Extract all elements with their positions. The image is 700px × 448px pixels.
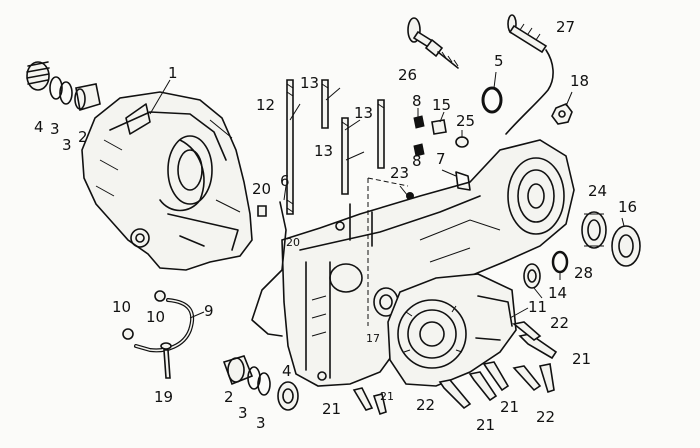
part-number-21: 21 (572, 350, 591, 368)
part-number-labels: 1 4 3 3 2 12 13 13 13 8 8 15 25 26 27 5 … (34, 18, 637, 434)
part-number-3: 3 (238, 404, 248, 422)
part-number-13: 13 (300, 74, 319, 92)
part-number-15: 15 (432, 96, 451, 114)
bearing-16 (611, 225, 641, 267)
part-number-10: 10 (146, 308, 165, 326)
part-number-21: 21 (476, 416, 495, 434)
part-number-19: 19 (154, 388, 173, 406)
part-number-13: 13 (354, 104, 373, 122)
part-number-17: 17 (366, 332, 380, 345)
part-number-3: 3 (256, 414, 266, 432)
part-number-25: 25 (456, 112, 475, 130)
part-number-7: 7 (436, 150, 446, 168)
lower-seal-stack (222, 355, 299, 411)
seal-14 (523, 263, 541, 289)
part-number-22: 22 (416, 396, 435, 414)
part-number-21: 21 (380, 390, 394, 403)
leader-lines (149, 71, 625, 319)
part-number-23: 23 (390, 164, 409, 182)
part-number-20: 20 (286, 236, 300, 249)
bearing-24 (581, 211, 607, 249)
part-number-22: 22 (536, 408, 555, 426)
cover-bolts (352, 321, 558, 416)
left-seal-stack (26, 61, 101, 112)
nut-18 (551, 103, 573, 125)
part-number-3: 3 (50, 120, 60, 138)
part-number-22: 22 (550, 314, 569, 332)
part-number-27: 27 (556, 18, 575, 36)
part-number-10: 10 (112, 298, 131, 316)
part-number-4: 4 (282, 362, 292, 380)
part-number-21: 21 (322, 400, 341, 418)
bolt-26 (407, 17, 459, 69)
long-studs (286, 79, 385, 215)
part-number-2: 2 (224, 388, 234, 406)
part-number-1: 1 (168, 64, 178, 82)
part-number-3: 3 (62, 136, 72, 154)
right-crankcase-half (281, 139, 575, 387)
part-number-4: 4 (34, 118, 44, 136)
part-number-21: 21 (500, 398, 519, 416)
part-number-26: 26 (398, 66, 417, 84)
oring-5 (481, 86, 503, 114)
part-number-5: 5 (494, 52, 504, 70)
part-number-28: 28 (574, 264, 593, 282)
right-side-cover (387, 273, 517, 387)
part-number-8: 8 (412, 92, 422, 110)
oil-pipe-9 (122, 290, 195, 379)
part-number-11: 11 (528, 298, 547, 316)
left-crankcase-half (81, 91, 253, 271)
part-number-16: 16 (618, 198, 637, 216)
part-number-14: 14 (548, 284, 567, 302)
part-number-20: 20 (252, 180, 271, 198)
part-number-24: 24 (588, 182, 607, 200)
part-number-12: 12 (256, 96, 275, 114)
part-number-13: 13 (314, 142, 333, 160)
part-number-18: 18 (570, 72, 589, 90)
washer-28 (551, 250, 569, 274)
part-number-8: 8 (412, 152, 422, 170)
part-number-9: 9 (204, 302, 214, 320)
part-number-6: 6 (280, 172, 290, 190)
cable-27 (505, 14, 554, 135)
part-number-2: 2 (78, 128, 88, 146)
gasket-6 (251, 201, 287, 337)
alignment-line (367, 177, 409, 326)
